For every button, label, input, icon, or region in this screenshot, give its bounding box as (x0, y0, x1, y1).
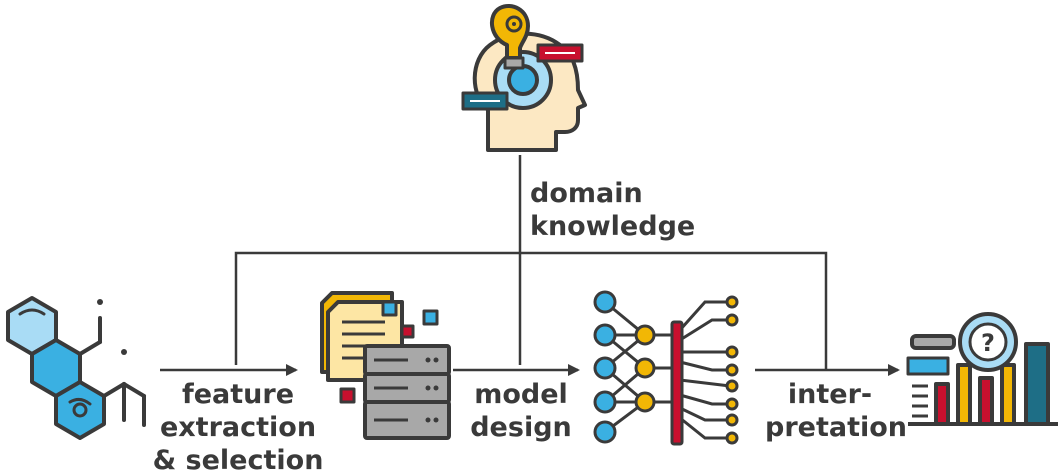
feature-extraction-label: feature extraction & selection (148, 378, 328, 473)
server-indicator-dots (425, 357, 439, 423)
feature-extraction-line-1: feature (181, 379, 295, 410)
domain-knowledge-line-2: knowledge (530, 211, 696, 242)
model-design-line-2: design (470, 412, 572, 443)
svg-text:?: ? (981, 329, 995, 357)
model-design-label: model design (466, 378, 576, 444)
interpretation-label: inter- pretation (765, 378, 908, 444)
interpretation-line-2: pretation (765, 412, 908, 443)
documents-server-icon (320, 291, 451, 440)
domain-knowledge-bracket-line (234, 251, 828, 370)
molecule-icon (6, 296, 146, 440)
domain-knowledge-line-1: domain (530, 178, 643, 209)
interpretation-line-1: inter- (787, 379, 873, 410)
feature-extraction-line-2: extraction (159, 412, 317, 443)
domain-knowledge-label: domain knowledge (530, 177, 695, 243)
molecule-dots (97, 299, 127, 355)
head-lightbulb-icon (461, 4, 587, 152)
model-design-line-1: model (474, 379, 568, 410)
connectors (160, 155, 900, 376)
feature-extraction-line-3: & selection (152, 445, 324, 473)
chart-magnifier-icon: ? (906, 312, 1058, 426)
neural-network-icon (593, 290, 739, 446)
